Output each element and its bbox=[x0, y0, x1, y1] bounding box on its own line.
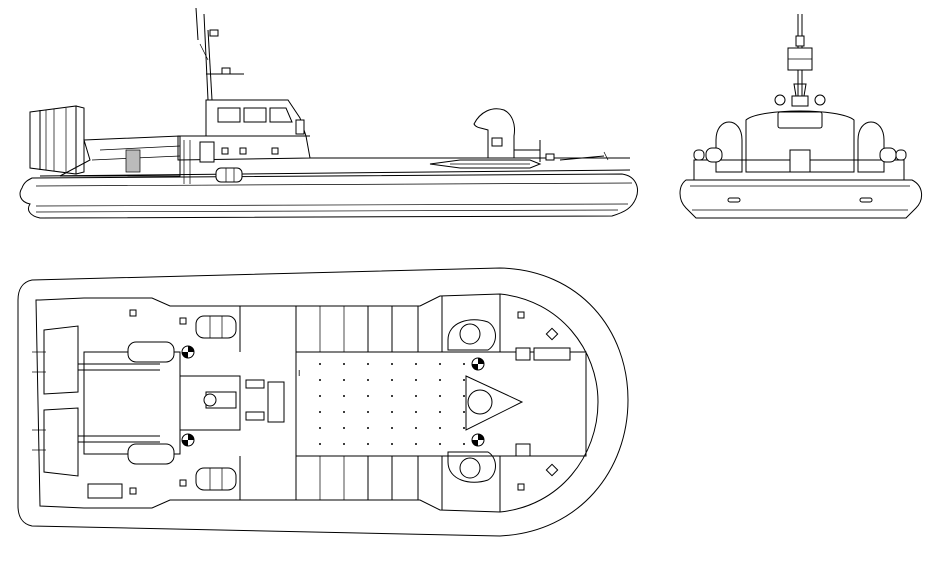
tiedown-point bbox=[343, 443, 345, 445]
tiedown-point bbox=[343, 379, 345, 381]
tiedown-point bbox=[415, 363, 417, 365]
plan-deck-outline bbox=[35, 293, 599, 513]
tiedown-point bbox=[415, 379, 417, 381]
tiedown-point bbox=[343, 395, 345, 397]
tiedown-point bbox=[463, 379, 465, 381]
side-skirt bbox=[19, 173, 638, 219]
front-mast bbox=[774, 14, 826, 107]
tiedown-point bbox=[319, 395, 321, 397]
tiedown-point bbox=[463, 395, 465, 397]
front-elevation-view bbox=[679, 14, 922, 219]
front-skirt bbox=[679, 179, 922, 219]
side-propulsion-duct bbox=[29, 105, 85, 175]
tiedown-point bbox=[343, 411, 345, 413]
hatch-marker bbox=[181, 345, 195, 359]
tiedown-point bbox=[415, 443, 417, 445]
hatch-marker bbox=[471, 433, 485, 447]
plan-deck-hatches bbox=[181, 345, 485, 447]
tiedown-point bbox=[343, 427, 345, 429]
tiedown-point bbox=[463, 443, 465, 445]
tiedown-point bbox=[367, 395, 369, 397]
tiedown-point bbox=[367, 379, 369, 381]
tiedown-point bbox=[439, 411, 441, 413]
tiedown-point bbox=[367, 443, 369, 445]
tiedown-point bbox=[391, 395, 393, 397]
plan-deck-tiedown-points bbox=[319, 363, 465, 445]
plan-skirt-outline bbox=[17, 267, 629, 537]
tiedown-point bbox=[439, 395, 441, 397]
tiedown-point bbox=[415, 427, 417, 429]
tiedown-point bbox=[319, 427, 321, 429]
tiedown-point bbox=[391, 411, 393, 413]
tiedown-point bbox=[367, 363, 369, 365]
tiedown-point bbox=[439, 363, 441, 365]
hatch-marker bbox=[471, 357, 485, 371]
tiedown-point bbox=[439, 427, 441, 429]
tiedown-point bbox=[415, 395, 417, 397]
plan-cargo-deck bbox=[295, 351, 587, 457]
tiedown-point bbox=[439, 379, 441, 381]
plan-bow-turrets bbox=[441, 294, 501, 512]
tiedown-point bbox=[439, 443, 441, 445]
tiedown-point bbox=[415, 411, 417, 413]
plan-aft-ducts bbox=[32, 325, 79, 477]
side-elevation-view bbox=[19, 7, 638, 219]
tiedown-point bbox=[391, 443, 393, 445]
tiedown-point bbox=[319, 411, 321, 413]
tiedown-point bbox=[391, 379, 393, 381]
side-engine-housing bbox=[59, 135, 181, 177]
plan-view: I bbox=[17, 267, 629, 537]
tiedown-point bbox=[319, 379, 321, 381]
tiedown-point bbox=[367, 411, 369, 413]
side-bow-turret bbox=[473, 108, 541, 162]
tiedown-point bbox=[343, 363, 345, 365]
hatch-marker bbox=[181, 433, 195, 447]
tiedown-point bbox=[391, 363, 393, 365]
tiedown-point bbox=[463, 427, 465, 429]
plan-marker-label: I bbox=[298, 369, 300, 378]
tiedown-point bbox=[391, 427, 393, 429]
side-superstructure bbox=[177, 99, 311, 184]
side-mast bbox=[195, 7, 244, 101]
tiedown-point bbox=[463, 411, 465, 413]
tiedown-point bbox=[463, 363, 465, 365]
tiedown-point bbox=[319, 443, 321, 445]
tiedown-point bbox=[319, 363, 321, 365]
plan-bow-ramp bbox=[465, 375, 524, 431]
tiedown-point bbox=[367, 427, 369, 429]
